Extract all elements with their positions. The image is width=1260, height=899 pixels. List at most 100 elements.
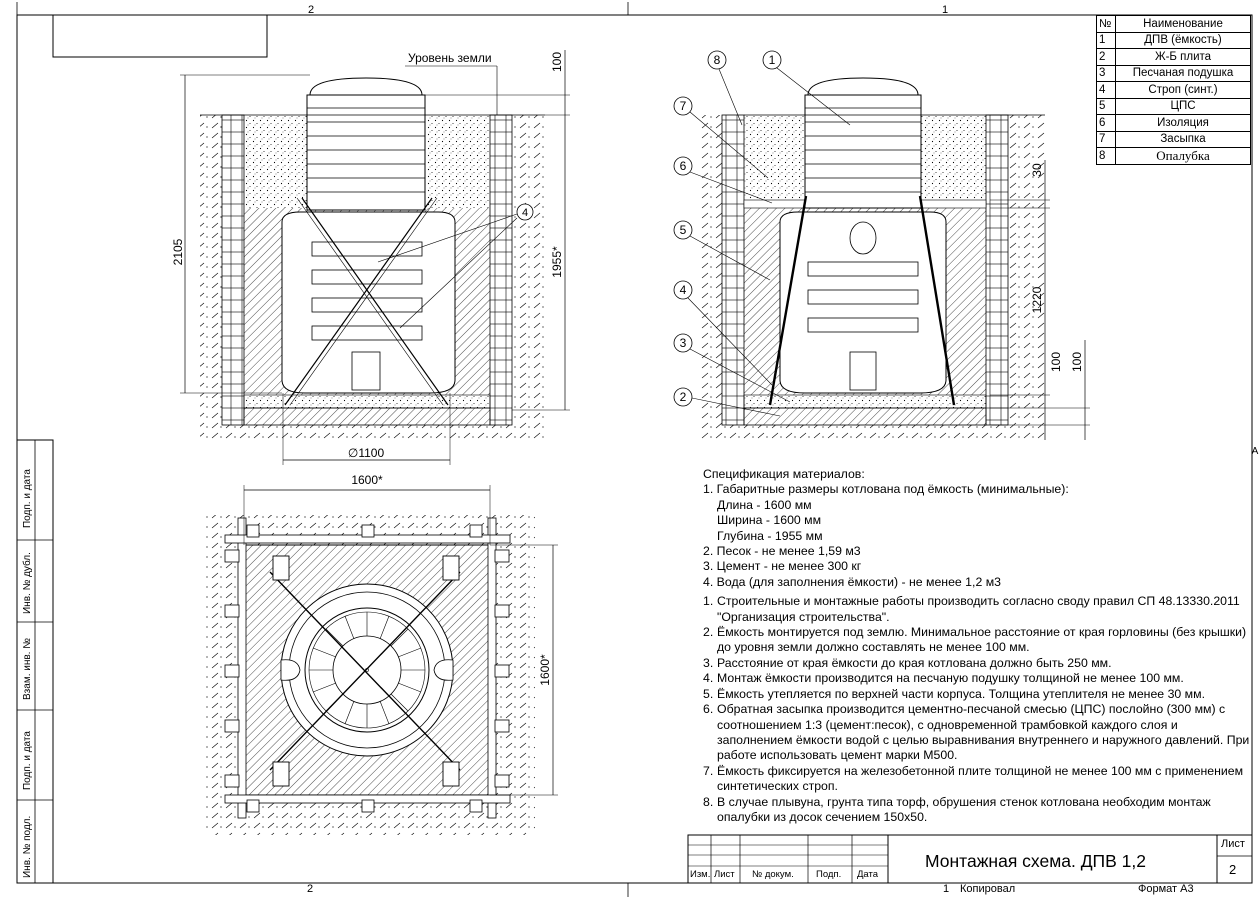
note-item: 5.Ёмкость утепляется по верхней части ко… bbox=[703, 687, 1251, 702]
zone-bottom-right: 1 bbox=[943, 883, 950, 895]
title-block-grid bbox=[687, 834, 1253, 884]
legend-name: Строп (синт.) bbox=[1115, 81, 1251, 99]
note-item: 3.Расстояние от края ёмкости до края кот… bbox=[703, 656, 1251, 671]
dim-diameter-1100: ∅1100 bbox=[348, 446, 385, 460]
specification-block: Спецификация материалов: 1. Габаритные р… bbox=[703, 467, 1251, 825]
note-num: 8. bbox=[703, 794, 714, 809]
legend-num: 4 bbox=[1096, 81, 1116, 99]
tb-sheet-number: 2 bbox=[1229, 862, 1237, 877]
legend-name: Засыпка bbox=[1115, 130, 1251, 148]
ground-level-label: Уровень земли bbox=[408, 51, 492, 65]
legend-name: ЦПС bbox=[1115, 97, 1251, 115]
note-num: 5. bbox=[703, 686, 714, 701]
note-text: Ёмкость утепляется по верхней части корп… bbox=[717, 686, 1205, 701]
note-text: Обратная засыпка производится цементно-п… bbox=[717, 702, 1250, 763]
zone-side: A bbox=[1252, 446, 1259, 457]
callout-5: 5 bbox=[680, 223, 687, 237]
dim-100-top: 100 bbox=[550, 52, 564, 72]
note-text: Расстояние от края ёмкости до края котло… bbox=[717, 655, 1112, 670]
note-item: 8.В случае плывуна, грунта типа торф, об… bbox=[703, 795, 1251, 826]
spec-length: Длина - 1600 мм bbox=[717, 497, 812, 512]
dim-100-a: 100 bbox=[1049, 352, 1063, 372]
note-num: 6. bbox=[703, 702, 714, 717]
note-num: 4. bbox=[703, 671, 714, 686]
spec-title: Спецификация материалов: bbox=[703, 467, 865, 481]
tb-col-date: Дата bbox=[857, 869, 879, 880]
callout-7: 7 bbox=[680, 99, 687, 113]
legend-name: Изоляция bbox=[1115, 114, 1251, 132]
note-text: В случае плывуна, грунта типа торф, обру… bbox=[717, 794, 1211, 824]
side-stamp-column bbox=[16, 439, 54, 884]
callout-6: 6 bbox=[680, 159, 687, 173]
legend-num: 8 bbox=[1096, 147, 1116, 165]
callout-8: 8 bbox=[714, 53, 721, 67]
note-text: Монтаж ёмкости производится на песчаную … bbox=[717, 671, 1184, 686]
stamp-dup-inv: Инв. № дубл. bbox=[22, 552, 33, 614]
callout-4: 4 bbox=[680, 283, 687, 297]
legend-name: Ж-Б плита bbox=[1115, 48, 1251, 66]
zone-bottom-left: 2 bbox=[307, 883, 314, 895]
legend-header: № Наименование bbox=[1096, 15, 1251, 33]
spec-width: Ширина - 1600 мм bbox=[717, 513, 822, 528]
note-num: 1. bbox=[703, 594, 714, 609]
stamp-sign-date-2: Подп. и дата bbox=[22, 731, 33, 790]
tb-sheet-label: Лист bbox=[1221, 838, 1245, 850]
stamp-sign-date-1: Подп. и дата bbox=[22, 469, 33, 528]
spec-depth: Глубина - 1955 мм bbox=[717, 528, 823, 543]
legend-name: Песчаная подушка bbox=[1115, 64, 1251, 82]
callout-1: 1 bbox=[769, 53, 776, 67]
callout-4-left: 4 bbox=[522, 207, 528, 219]
note-item: 1.Строительные и монтажные работы произв… bbox=[703, 594, 1251, 625]
footer-copied: Копировал bbox=[960, 883, 1016, 895]
zone-top-left: 2 bbox=[308, 4, 314, 16]
legend-num: 1 bbox=[1096, 31, 1116, 49]
note-item: 2.Ёмкость монтируется под землю. Минимал… bbox=[703, 625, 1251, 656]
note-text: Строительные и монтажные работы производ… bbox=[717, 594, 1240, 624]
dim-1220: 1220 bbox=[1030, 286, 1044, 313]
dim-1955: 1955* bbox=[550, 246, 564, 278]
legend-name: Опалубка bbox=[1115, 147, 1251, 165]
legend-header-name: Наименование bbox=[1115, 15, 1251, 33]
note-num: 3. bbox=[703, 655, 714, 670]
dim-100-b: 100 bbox=[1070, 352, 1084, 372]
left-elevation-view bbox=[180, 50, 570, 465]
legend-num: 3 bbox=[1096, 64, 1116, 82]
note-num: 2. bbox=[703, 625, 714, 640]
corner-stamp-box bbox=[52, 14, 268, 58]
callout-3: 3 bbox=[680, 336, 687, 350]
stamp-orig-inv: Инв. № подл. bbox=[22, 815, 33, 878]
spec-item-1: 1. Габаритные размеры котлована под ёмко… bbox=[703, 482, 1069, 497]
dim-2105: 2105 bbox=[171, 238, 185, 265]
tb-col-doc: № докум. bbox=[752, 869, 794, 880]
legend-num: 2 bbox=[1096, 48, 1116, 66]
plan-view bbox=[205, 485, 558, 835]
note-item: 7.Ёмкость фиксируется на железобетонной … bbox=[703, 764, 1251, 795]
note-text: Ёмкость фиксируется на железобетонной пл… bbox=[717, 763, 1244, 794]
spec-item-3: 3. Цемент - не менее 300 кг bbox=[703, 559, 862, 574]
legend-num: 6 bbox=[1096, 114, 1116, 132]
spec-item-2: 2. Песок - не менее 1,59 м3 bbox=[703, 544, 861, 559]
legend-header-num: № bbox=[1096, 15, 1116, 33]
legend-num: 5 bbox=[1096, 97, 1116, 115]
stamp-repl-inv: Взам. инв. № bbox=[22, 638, 33, 700]
right-elevation-view bbox=[673, 50, 1090, 440]
note-text: Ёмкость монтируется под землю. Минимальн… bbox=[717, 625, 1247, 655]
dim-plan-width: 1600* bbox=[351, 473, 383, 487]
drawing-title: Монтажная схема. ДПВ 1,2 bbox=[925, 851, 1146, 871]
note-item: 6.Обратная засыпка производится цементно… bbox=[703, 702, 1251, 764]
legend-name: ДПВ (ёмкость) bbox=[1115, 31, 1251, 49]
footer-format: Формат А3 bbox=[1138, 883, 1194, 895]
legend-num: 7 bbox=[1096, 130, 1116, 148]
zone-top-right: 1 bbox=[942, 4, 948, 16]
note-item: 4.Монтаж ёмкости производится на песчану… bbox=[703, 671, 1251, 686]
callout-2: 2 bbox=[680, 390, 687, 404]
tb-col-list: Лист bbox=[714, 869, 735, 880]
